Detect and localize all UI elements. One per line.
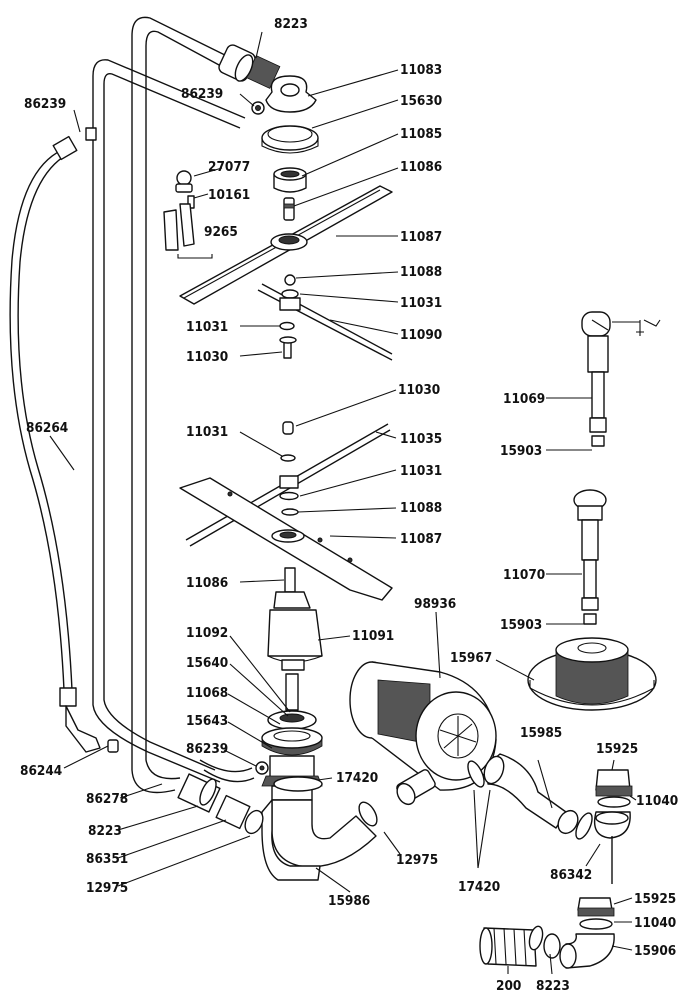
leader-lines: [49, 31, 637, 975]
label-12975-b: 12975: [396, 852, 438, 868]
label-15643: 15643: [186, 713, 228, 729]
shaft-11086-top: [283, 197, 295, 221]
label-11086-top: 11086: [400, 159, 442, 175]
label-8223-low: 8223: [88, 823, 122, 839]
label-15967: 15967: [450, 650, 492, 666]
label-15906: 15906: [634, 943, 676, 959]
label-11088-top: 11088: [400, 264, 442, 280]
label-15903-b: 15903: [500, 617, 542, 633]
label-15640: 15640: [186, 655, 228, 671]
label-15925-a: 15925: [596, 741, 638, 757]
label-86351: 86351: [86, 851, 128, 867]
label-11040-b: 11040: [634, 915, 676, 931]
label-11068: 11068: [186, 685, 228, 701]
corrugated-hose-200: [479, 927, 561, 967]
label-86342: 86342: [550, 867, 592, 883]
drain-fitting-right: [593, 769, 633, 884]
label-11035: 11035: [400, 431, 442, 447]
label-9265: 9265: [204, 224, 238, 240]
label-11087-mid: 11087: [400, 531, 442, 547]
label-11031-b: 11031: [186, 319, 228, 335]
label-11030-top: 11030: [186, 349, 228, 365]
label-8223-top: 8223: [274, 16, 308, 32]
label-17420-a: 17420: [336, 770, 378, 786]
label-11083: 11083: [400, 62, 442, 78]
label-11031-d: 11031: [400, 463, 442, 479]
bearing-ring-15630: [261, 125, 319, 154]
label-86244: 86244: [20, 763, 62, 779]
label-15630: 15630: [400, 93, 442, 109]
label-11030-mid: 11030: [398, 382, 440, 398]
label-17420-b: 17420: [458, 879, 500, 895]
label-15903-a: 15903: [500, 443, 542, 459]
label-200: 200: [496, 978, 521, 994]
upper-spray-arm-11087: [179, 185, 393, 361]
sump-15986: [177, 773, 378, 881]
motor-98936: [349, 661, 497, 806]
label-10161: 10161: [208, 187, 250, 203]
outlet-hose-15985: [483, 753, 579, 835]
part-labels: 8223 86239 86239 11083 15630 11085 11086…: [20, 16, 678, 994]
connector-86239-low: [199, 759, 269, 783]
label-86239-left: 86239: [24, 96, 66, 112]
water-supply-pipe: [92, 16, 246, 794]
label-98936: 98936: [414, 596, 456, 612]
label-8223-bot: 8223: [536, 978, 570, 994]
label-11086-mid: 11086: [186, 575, 228, 591]
label-11088-mid: 11088: [400, 500, 442, 516]
filter-15967: [527, 637, 657, 711]
label-11031-c: 11031: [186, 424, 228, 440]
label-11040-a: 11040: [636, 793, 678, 809]
label-11091: 11091: [352, 628, 394, 644]
label-11031-a: 11031: [400, 295, 442, 311]
label-15985: 15985: [520, 725, 562, 741]
flex-hose-86264: [9, 127, 119, 753]
air-valve-11069: [581, 311, 661, 447]
pump-housing-11091: [267, 567, 323, 671]
label-12975-a: 12975: [86, 880, 128, 896]
inlet-fitting-11083: [218, 44, 317, 115]
label-11070: 11070: [503, 567, 545, 583]
valve-11070: [573, 489, 607, 625]
label-15925-b: 15925: [634, 891, 676, 907]
label-11069: 11069: [503, 391, 545, 407]
lower-spray-arm: [179, 421, 393, 601]
label-86239-low: 86239: [186, 741, 228, 757]
drain-elbow-15906: [559, 897, 615, 969]
bushing-11085: [273, 167, 307, 193]
hose-clamps: [199, 54, 593, 951]
label-86264: 86264: [26, 420, 68, 436]
label-86278: 86278: [86, 791, 128, 807]
label-86239-top: 86239: [181, 86, 223, 102]
label-11090: 11090: [400, 327, 442, 343]
label-11085: 11085: [400, 126, 442, 142]
label-15986: 15986: [328, 893, 370, 909]
label-11087-top: 11087: [400, 229, 442, 245]
nozzle-parts-27077: [163, 170, 213, 259]
label-11092: 11092: [186, 625, 228, 641]
label-27077: 27077: [208, 159, 250, 175]
